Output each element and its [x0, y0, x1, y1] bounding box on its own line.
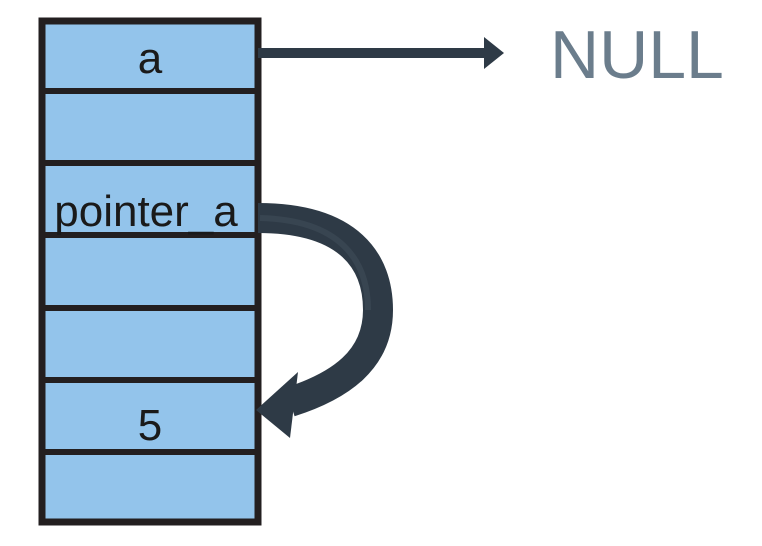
null-label: NULL: [550, 17, 724, 93]
memory-stack: [38, 17, 262, 526]
memory-cell-5: [42, 380, 258, 452]
memory-cell-6: [42, 452, 258, 522]
memory-cell-4: [42, 308, 258, 380]
memory-cell-2: [42, 163, 258, 235]
cell-label-a: a: [138, 34, 163, 83]
cell-label-5: 5: [138, 401, 162, 450]
memory-cell-1: [42, 91, 258, 163]
memory-cell-0: [42, 21, 258, 91]
arrow-pointer-to-value: [256, 203, 394, 438]
cell-label-pointer-a: pointer_a: [54, 187, 238, 236]
arrow-a-to-null: [258, 37, 504, 69]
memory-cell-3: [42, 235, 258, 308]
memory-stack-border: [38, 17, 262, 526]
